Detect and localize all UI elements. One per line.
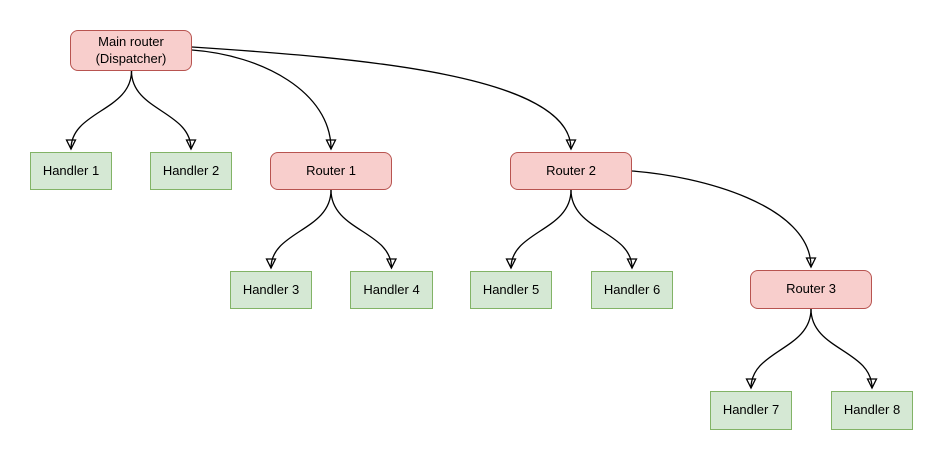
node-handler-5: Handler 5 — [470, 271, 552, 309]
edge-router-2-to-router-3 — [631, 170, 817, 269]
node-handler-3: Handler 3 — [230, 271, 312, 309]
edge-router-3-to-handler-7 — [745, 308, 812, 390]
edge-main-to-handler-1 — [65, 70, 133, 151]
edge-router-2-to-handler-6 — [570, 189, 638, 270]
edge-main-to-router-1 — [191, 49, 337, 151]
edge-router-2-to-handler-5 — [505, 189, 572, 270]
node-router-3: Router 3 — [750, 270, 872, 309]
node-handler-4: Handler 4 — [350, 271, 433, 309]
edge-router-1-to-handler-4 — [330, 189, 398, 270]
node-main-router: Main router (Dispatcher) — [70, 30, 192, 71]
edge-main-to-router-2 — [191, 46, 577, 151]
edge-main-to-handler-2 — [130, 70, 197, 151]
node-handler-1: Handler 1 — [30, 152, 112, 190]
node-handler-7: Handler 7 — [710, 391, 792, 430]
node-router-1: Router 1 — [270, 152, 392, 190]
node-handler-2: Handler 2 — [150, 152, 232, 190]
node-handler-8: Handler 8 — [831, 391, 913, 430]
node-router-2: Router 2 — [510, 152, 632, 190]
node-handler-6: Handler 6 — [591, 271, 673, 309]
edge-router-3-to-handler-8 — [810, 308, 878, 390]
edge-router-1-to-handler-3 — [265, 189, 332, 270]
